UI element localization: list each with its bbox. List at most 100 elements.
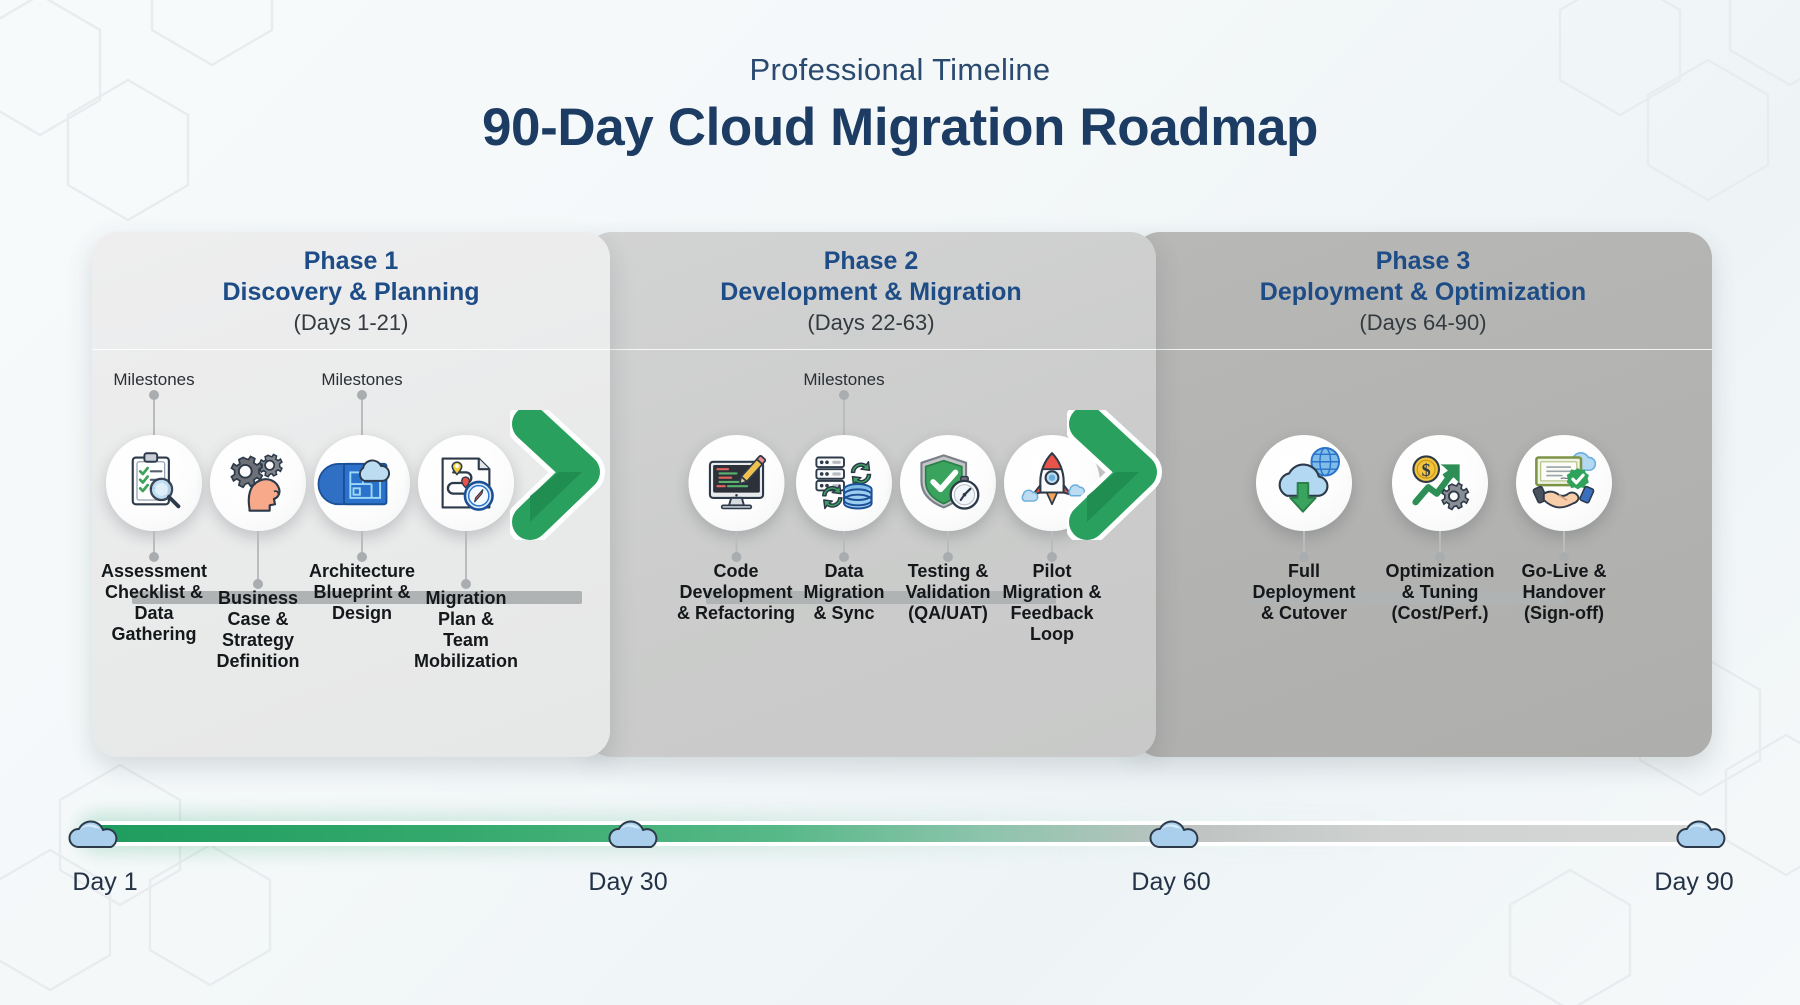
milestone-icon-bubble[interactable] bbox=[900, 435, 996, 531]
milestone-icon-bubble[interactable] bbox=[314, 435, 410, 531]
node-stem-dot bbox=[1559, 552, 1569, 562]
phase-card-3[interactable]: Phase 3 Deployment & Optimization (Days … bbox=[1134, 232, 1712, 757]
node-stem-dot bbox=[1047, 552, 1057, 562]
server-database-sync-icon bbox=[815, 456, 873, 510]
page-title: 90-Day Cloud Migration Roadmap bbox=[481, 98, 1319, 157]
milestone-icon-bubble[interactable]: $ bbox=[1392, 435, 1488, 531]
phase-3-number: Phase 3 bbox=[1375, 247, 1471, 275]
day-label-60: Day 60 bbox=[1131, 868, 1211, 896]
milestone-leader-line bbox=[361, 395, 363, 435]
clipboard-magnifier-icon bbox=[131, 452, 181, 509]
svg-text:$: $ bbox=[1422, 460, 1431, 480]
milestones-caption: Milestones bbox=[113, 370, 195, 389]
rocket-launch-icon bbox=[1021, 452, 1086, 506]
gears-head-icon bbox=[230, 453, 283, 512]
node-stem bbox=[1303, 531, 1305, 557]
node-stem-dot bbox=[461, 579, 471, 589]
timeline-cloud-marker[interactable] bbox=[608, 815, 662, 853]
phase-3-name: Deployment & Optimization bbox=[1259, 277, 1587, 306]
node-stem-dot bbox=[1435, 552, 1445, 562]
phase-3-header: Phase 3 Deployment & Optimization (Days … bbox=[1134, 232, 1712, 350]
phase-1-header: Phase 1 Discovery & Planning (Days 1-21) bbox=[92, 232, 610, 350]
phase-3-days: (Days 64-90) bbox=[1359, 310, 1487, 335]
milestone-label: Full Deployment & Cutover bbox=[1252, 561, 1356, 624]
milestone-leader-dot bbox=[839, 390, 849, 400]
milestone-node[interactable]: Business Case & Strategy Definition bbox=[193, 435, 323, 672]
phase-1-days: (Days 1-21) bbox=[293, 310, 409, 335]
node-stem-dot bbox=[149, 552, 159, 562]
milestone-label: Assessment Checklist & Data Gathering bbox=[100, 561, 208, 645]
milestone-label: Business Case & Strategy Definition bbox=[216, 588, 300, 672]
phase-1-number: Phase 1 bbox=[303, 247, 399, 275]
page-header: Professional Timeline 90-Day Cloud Migra… bbox=[0, 0, 1800, 158]
phase-card-1[interactable]: Phase 1 Discovery & Planning (Days 1-21)… bbox=[92, 232, 610, 757]
phase-2-number: Phase 2 bbox=[823, 247, 919, 275]
milestone-node[interactable]: $ Optimization & Tuning (Cost/Perf. bbox=[1360, 435, 1520, 624]
blueprint-cloud-icon bbox=[317, 459, 391, 506]
node-stem-dot bbox=[357, 552, 367, 562]
milestone-leader-line bbox=[153, 395, 155, 435]
timeline-cloud-marker[interactable] bbox=[1676, 815, 1730, 853]
milestone-icon-bubble[interactable] bbox=[418, 435, 514, 531]
cloud-download-globe-icon bbox=[1278, 446, 1341, 513]
phase-3-body: Full Deployment & Cutover $ bbox=[1134, 350, 1712, 757]
milestone-label: Testing & Validation (QA/UAT) bbox=[905, 561, 991, 624]
shield-check-stopwatch-icon bbox=[920, 454, 980, 510]
phase-2-body: Milestones bbox=[586, 350, 1156, 757]
milestone-label: Optimization & Tuning (Cost/Perf.) bbox=[1385, 561, 1495, 624]
phases-board: Phase 1 Discovery & Planning (Days 1-21)… bbox=[92, 232, 1712, 757]
node-stem bbox=[465, 531, 467, 584]
milestone-node[interactable]: Assessment Checklist & Data Gathering bbox=[92, 435, 224, 645]
timeline-track[interactable] bbox=[92, 825, 1712, 842]
milestone-icon-bubble[interactable] bbox=[688, 435, 784, 531]
phase-2-days: (Days 22-63) bbox=[807, 310, 935, 335]
timeline-cloud-marker[interactable] bbox=[1149, 815, 1203, 853]
milestone-label: Architecture Blueprint & Design bbox=[308, 561, 416, 624]
node-stem-dot bbox=[943, 552, 953, 562]
milestone-leader-dot bbox=[357, 390, 367, 400]
timeline-cloud-marker[interactable] bbox=[68, 815, 122, 853]
milestone-node[interactable]: Go-Live & Handover (Sign-off) bbox=[1489, 435, 1639, 624]
phase-2-header: Phase 2 Development & Migration (Days 22… bbox=[586, 232, 1156, 350]
milestone-node[interactable]: Code Development & Refactoring bbox=[659, 435, 814, 624]
milestone-node[interactable]: Full Deployment & Cutover bbox=[1229, 435, 1379, 624]
milestone-node[interactable]: Testing & Validation (QA/UAT) bbox=[878, 435, 1018, 624]
milestone-node[interactable]: Data Migration & Sync bbox=[779, 435, 909, 624]
eyebrow-text: Professional Timeline bbox=[749, 52, 1051, 87]
node-stem-dot bbox=[839, 552, 849, 562]
bottom-timeline: Day 1 Day 30 Day 60 Day 90 bbox=[0, 806, 1800, 926]
milestones-caption: Milestones bbox=[321, 370, 403, 389]
phase-1-body: Milestones Milestones bbox=[92, 350, 610, 757]
milestone-node[interactable]: Architecture Blueprint & Design bbox=[287, 435, 437, 624]
milestones-caption: Milestones bbox=[803, 370, 885, 389]
phase-1-name: Discovery & Planning bbox=[222, 277, 480, 306]
monitor-code-pencil-icon bbox=[708, 455, 766, 510]
milestone-leader-line bbox=[843, 395, 845, 435]
node-stem bbox=[843, 531, 845, 557]
connector-rail bbox=[132, 591, 582, 604]
phase-card-2[interactable]: Phase 2 Development & Migration (Days 22… bbox=[586, 232, 1156, 757]
milestone-label: Code Development & Refactoring bbox=[676, 561, 795, 624]
node-stem-dot bbox=[1299, 552, 1309, 562]
milestone-icon-bubble[interactable] bbox=[796, 435, 892, 531]
milestone-icon-bubble[interactable] bbox=[210, 435, 306, 531]
milestone-node[interactable]: Migration Plan & Team Mobilization bbox=[396, 435, 536, 672]
milestone-label: Go-Live & Handover (Sign-off) bbox=[1521, 561, 1607, 624]
dollar-growth-gear-icon: $ bbox=[1412, 455, 1470, 511]
node-stem bbox=[735, 531, 737, 557]
milestone-label: Data Migration & Sync bbox=[803, 561, 885, 624]
milestone-icon-bubble[interactable] bbox=[106, 435, 202, 531]
milestone-icon-bubble[interactable] bbox=[1516, 435, 1612, 531]
phase-2-name: Development & Migration bbox=[720, 277, 1022, 306]
connector-rail bbox=[1254, 591, 1564, 604]
milestone-leader-dot bbox=[149, 390, 159, 400]
node-stem-dot bbox=[731, 552, 741, 562]
node-stem bbox=[1563, 531, 1565, 557]
milestone-label: Migration Plan & Team Mobilization bbox=[414, 588, 518, 672]
milestone-icon-bubble[interactable] bbox=[1256, 435, 1352, 531]
node-stem bbox=[153, 531, 155, 557]
node-stem bbox=[947, 531, 949, 557]
certificate-handshake-icon bbox=[1532, 452, 1597, 509]
milestone-label: Pilot Migration & Feedback Loop bbox=[1002, 561, 1102, 645]
node-stem bbox=[361, 531, 363, 557]
